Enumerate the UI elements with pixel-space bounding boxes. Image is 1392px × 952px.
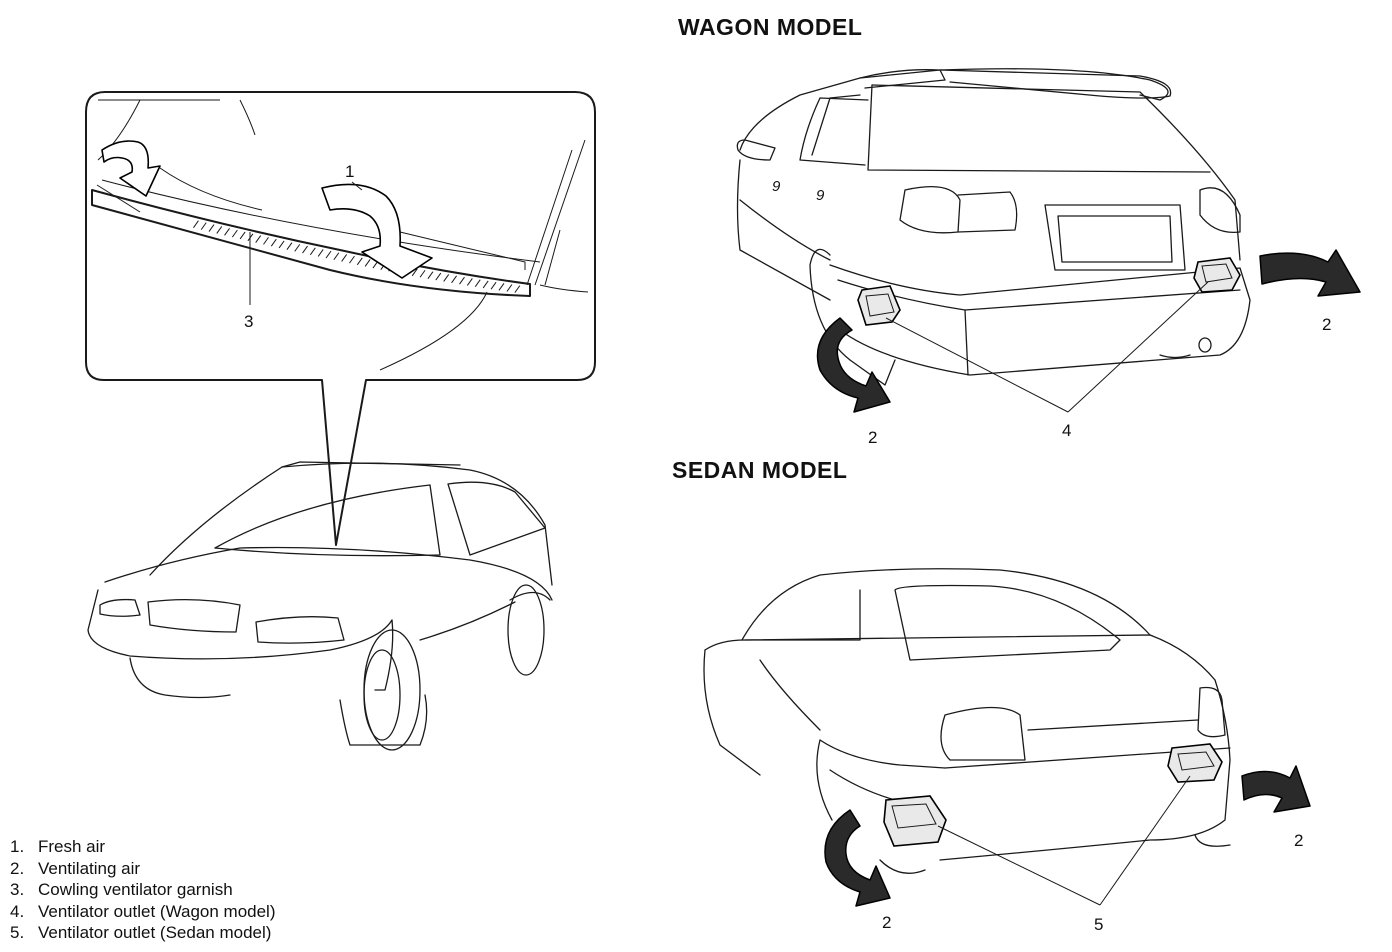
callout-5-label: 5 (1094, 915, 1103, 934)
legend-item: 4.Ventilator outlet (Wagon model) (10, 901, 276, 921)
callout-2-sedan-left: 2 (882, 913, 891, 932)
callout-3-label: 3 (244, 312, 253, 331)
fresh-air-arrow-large (321, 183, 433, 279)
callout-2-wagon-left: 2 (868, 428, 877, 447)
wagon-model-heading: WAGON MODEL (678, 14, 863, 40)
fresh-air-arrow-small (101, 140, 161, 197)
wagon-ventilating-air-arrow-left (816, 317, 891, 413)
wagon-ventilator-outlet-left (857, 285, 901, 326)
sedan-ventilating-air-arrow-left (824, 809, 891, 907)
sedan-ventilator-outlet-right (1167, 743, 1223, 783)
svg-text:9: 9 (816, 187, 825, 204)
cowling-ventilator-garnish (91, 189, 531, 297)
legend-item: 5.Ventilator outlet (Sedan model) (10, 923, 272, 942)
svg-text:9: 9 (772, 178, 781, 195)
callout-1-label: 1 (345, 162, 354, 181)
sedan-ventilator-outlet-left (883, 795, 947, 847)
wagon-ventilator-outlet-right (1193, 257, 1241, 293)
sedan-car-drawing (703, 568, 1231, 874)
front-car-drawing (87, 461, 553, 751)
legend-item: 2.Ventilating air (10, 858, 141, 878)
sedan-model-heading: SEDAN MODEL (672, 457, 848, 483)
wagon-car-drawing: 9 9 (736, 68, 1251, 386)
callout-4-label: 4 (1062, 421, 1071, 440)
cowl-detail-bubble (85, 91, 596, 546)
legend-list: 1.Fresh air 2.Ventilating air 3.Cowling … (10, 836, 276, 944)
legend-item: 3.Cowling ventilator garnish (10, 880, 233, 899)
wagon-ventilating-air-arrow-right (1259, 249, 1361, 297)
callout-2-sedan-right: 2 (1294, 831, 1303, 850)
callout-2-wagon-right: 2 (1322, 315, 1331, 334)
sedan-ventilating-air-arrow-right (1241, 765, 1311, 813)
legend-item: 1.Fresh air (10, 837, 106, 856)
